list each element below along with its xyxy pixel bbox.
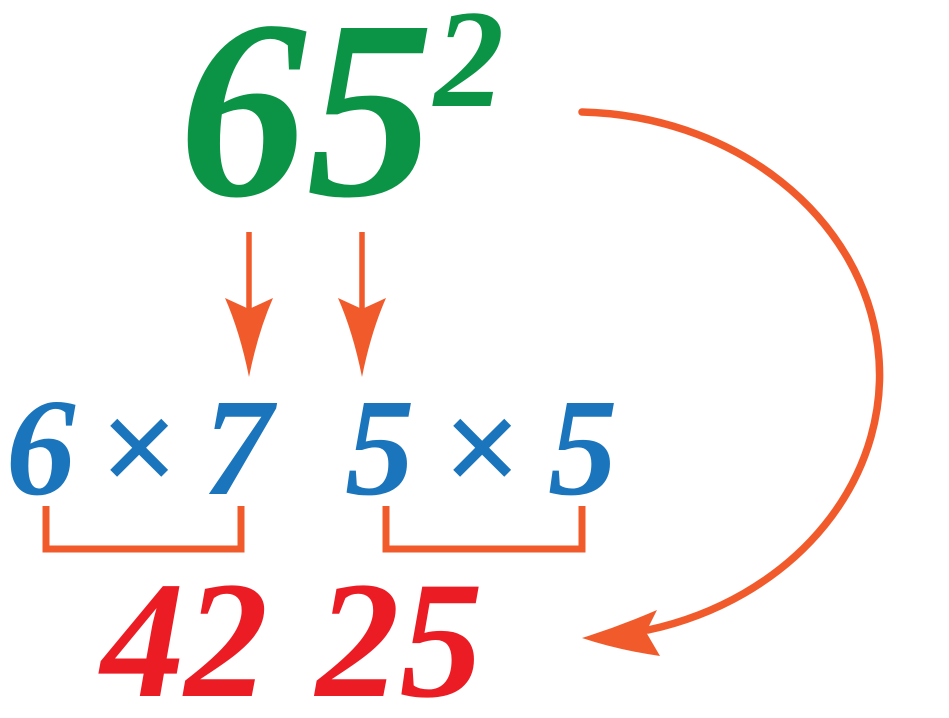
down-arrow-right-icon [338, 232, 386, 377]
squared-expression: 652 [179, 0, 504, 238]
ones-factor1: 5 [345, 371, 415, 525]
tens-factor1: 6 [6, 371, 76, 525]
curved-arrow-icon [578, 108, 884, 656]
base-number: 65 [179, 0, 434, 251]
exponent: 2 [434, 0, 504, 137]
tens-factor2: 7 [203, 371, 273, 525]
tens-multiply-sign: × [98, 371, 178, 525]
result-tens-part: 42 [101, 548, 268, 718]
result-ones-part: 25 [316, 548, 483, 718]
ones-multiply-sign: × [441, 371, 521, 525]
ones-factor2: 5 [548, 371, 618, 525]
down-arrow-left-icon [225, 232, 273, 377]
